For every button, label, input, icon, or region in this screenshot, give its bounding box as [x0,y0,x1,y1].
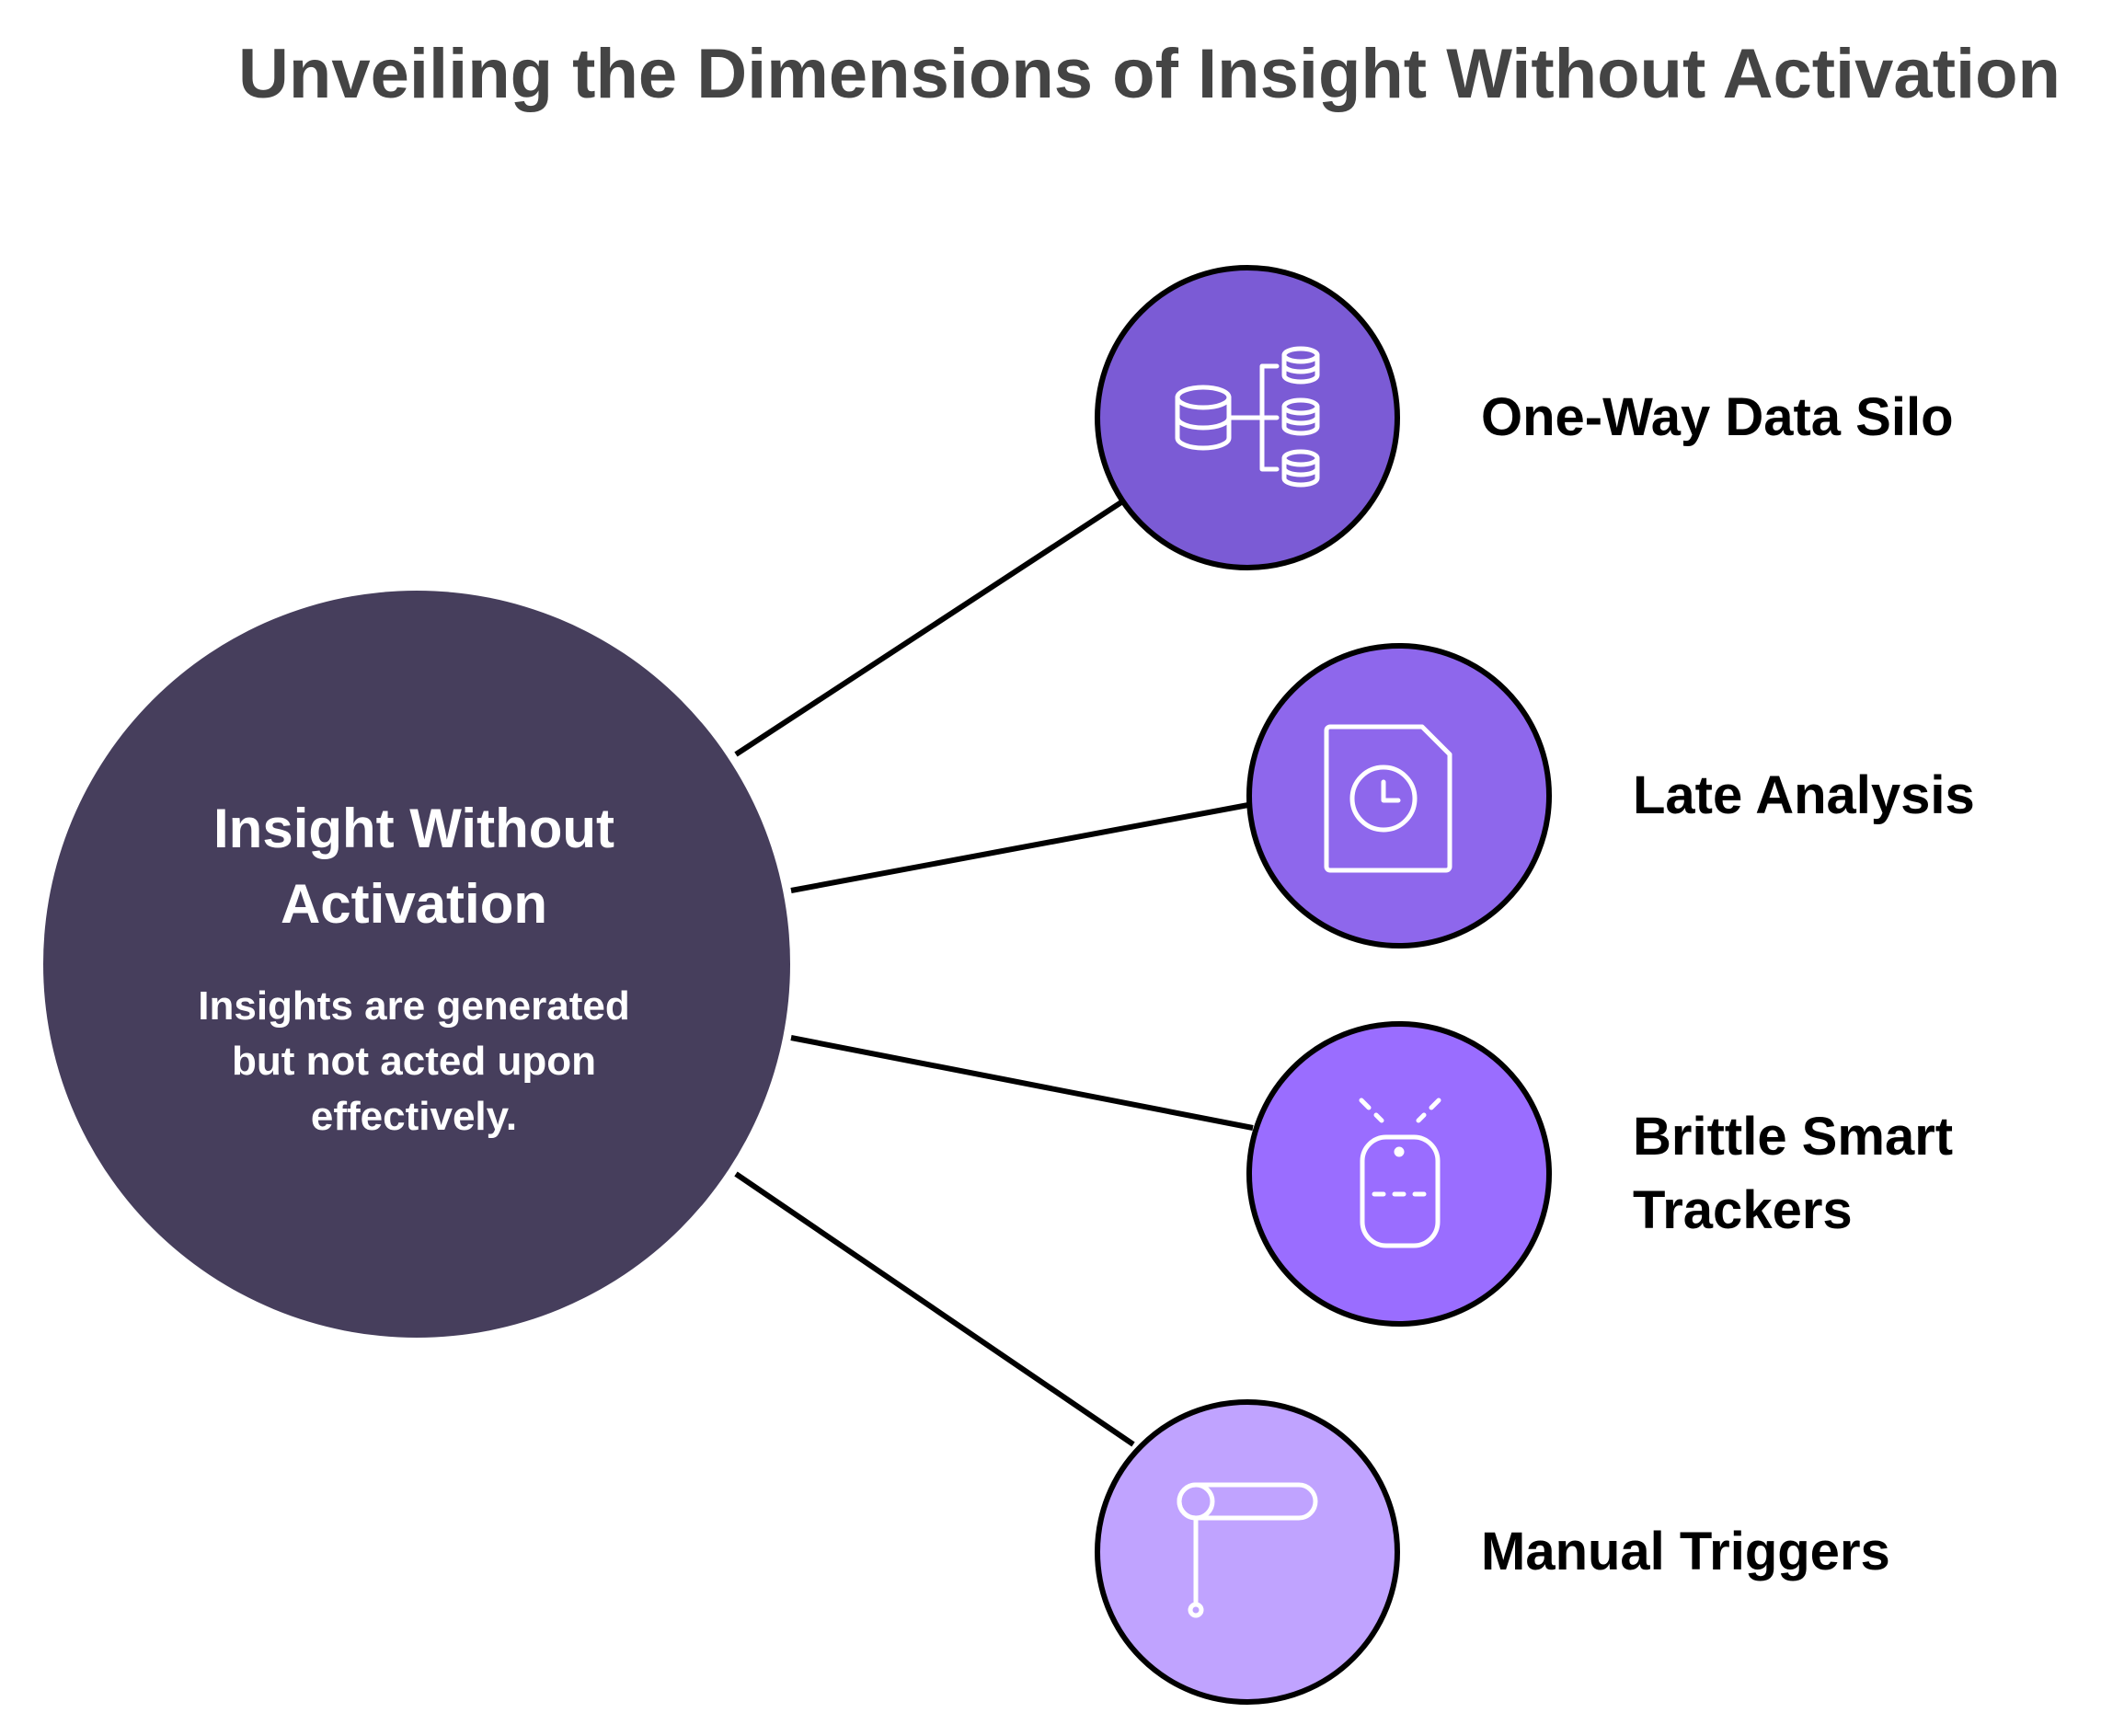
connector-line-2 [790,802,1249,893]
branch-label-brittle-smart-trackers: Brittle Smart Trackers [1633,1100,1953,1247]
center-node-description: Insights are generated but not acted upo… [120,979,708,1144]
database-network-icon [1175,346,1320,488]
branch-label-line: Manual Triggers [1481,1522,1890,1581]
document-clock-icon [1324,724,1452,873]
branch-label-line-2: Trackers [1633,1180,1853,1240]
branch-label-one-way-data-silo: One-Way Data Silo [1481,381,1954,454]
center-title-line-2: Activation [280,873,548,935]
smart-tracker-icon [1359,1098,1441,1248]
connector-line-1 [734,498,1126,757]
center-desc-line-1: Insights are generated [198,983,630,1029]
center-title-line-1: Insight Without [213,798,614,859]
center-desc-line-3: effectively. [310,1094,518,1139]
branch-label-manual-triggers: Manual Triggers [1481,1515,1890,1589]
branch-label-line-1: Brittle Smart [1633,1107,1954,1167]
center-node-text: Insight Without Activation Insights are … [120,791,708,1144]
branch-node-one-way-data-silo [1095,265,1400,570]
branch-label-line: One-Way Data Silo [1481,387,1954,447]
connector-line-4 [734,1171,1135,1447]
pull-lever-icon [1177,1482,1318,1618]
connector-line-3 [790,1035,1254,1131]
center-node [43,591,790,1338]
branch-node-brittle-smart-trackers [1246,1021,1552,1327]
center-desc-line-2: but not acted upon [232,1039,596,1084]
page-title: Unveiling the Dimensions of Insight With… [238,35,2061,113]
branch-node-late-analysis [1246,643,1552,948]
branch-label-late-analysis: Late Analysis [1633,759,1975,833]
branch-label-line: Late Analysis [1633,765,1975,825]
center-node-title: Insight Without Activation [120,791,708,942]
branch-node-manual-triggers [1095,1399,1400,1705]
